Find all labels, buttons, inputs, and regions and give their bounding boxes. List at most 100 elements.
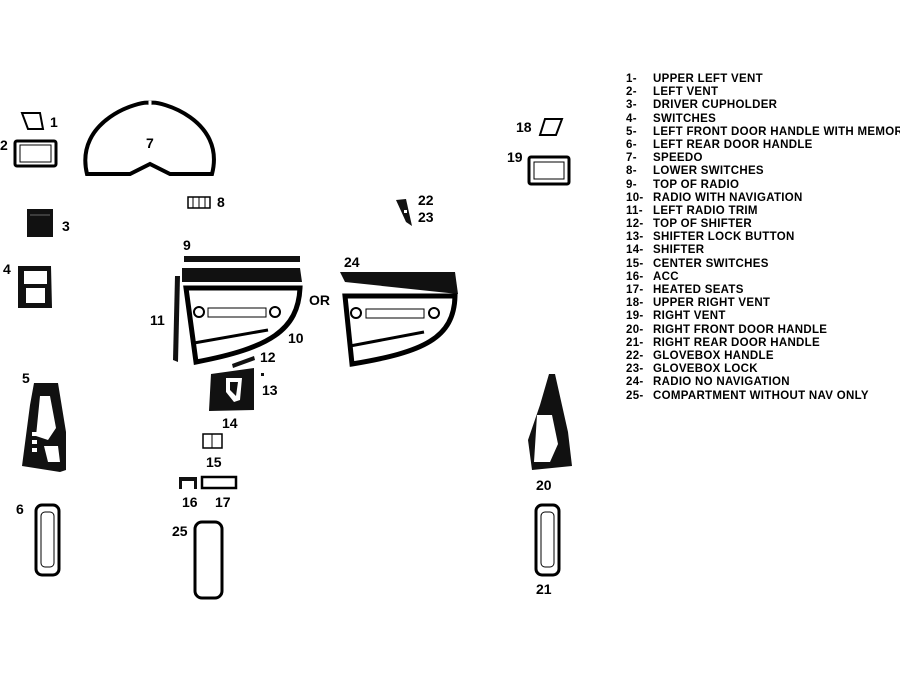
legend-item-11: 11-LEFT RADIO TRIM [626, 205, 900, 218]
part-24-radio-no-navigation [340, 272, 458, 294]
part-10-button-strip [207, 307, 267, 318]
part-5-memory-buttons [32, 432, 37, 452]
legend-text: COMPARTMENT WITHOUT NAV ONLY [653, 389, 869, 402]
callout-11: 11 [150, 312, 165, 328]
legend-text: RIGHT VENT [653, 310, 726, 323]
legend-number: 25- [626, 389, 644, 402]
callout-8: 8 [217, 194, 225, 210]
legend-text: RADIO WITH NAVIGATION [653, 191, 803, 204]
legend-item-20: 20- RIGHT FRONT DOOR HANDLE [626, 324, 900, 337]
legend-number: 7- [626, 152, 637, 165]
part-7-speedo [83, 100, 216, 176]
callout-22: 22 [418, 192, 434, 208]
legend-text: CENTER SWITCHES [653, 257, 769, 270]
legend-item-6: 6- LEFT REAR DOOR HANDLE [626, 139, 900, 152]
legend-item-19: 19-RIGHT VENT [626, 310, 900, 323]
part-24-radio-face [342, 293, 458, 367]
legend-item-15: 15-CENTER SWITCHES [626, 258, 900, 271]
legend-text: LEFT REAR DOOR HANDLE [653, 138, 813, 151]
legend-item-25: 25- COMPARTMENT WITHOUT NAV ONLY [626, 390, 900, 403]
legend-text: HEATED SEATS [653, 284, 744, 296]
legend-item-18: 18-UPPER RIGHT VENT [626, 297, 900, 310]
callout-17: 17 [215, 494, 231, 510]
legend-number: 13- [626, 231, 644, 244]
callout-13: 13 [262, 382, 278, 398]
legend-item-16: 16-ACC [626, 271, 900, 284]
legend-text: LEFT VENT [653, 86, 719, 99]
legend-text: RIGHT REAR DOOR HANDLE [653, 336, 820, 349]
part-18-upper-right-vent [538, 118, 564, 136]
part-19-right-vent [527, 155, 571, 186]
legend-item-9: 9- TOP OF RADIO [626, 179, 900, 192]
legend-item-3: 3-DRIVER CUPHOLDER [626, 99, 900, 112]
part-14-shifter [209, 368, 254, 411]
legend-text: ACC [653, 270, 679, 283]
legend-number: 22- [626, 349, 644, 362]
legend-text: SHIFTER LOCK BUTTON [653, 231, 795, 244]
legend-text: SPEEDO [653, 152, 703, 165]
legend-text: LOWER SWITCHES [653, 165, 764, 178]
callout-21: 21 [536, 581, 552, 597]
part-10-right-knob [269, 306, 281, 318]
part-21-right-rear-door-handle [534, 503, 561, 577]
legend-text: TOP OF RADIO [653, 178, 740, 191]
callout-4: 4 [3, 261, 11, 277]
legend-item-5: 5-LEFT FRONT DOOR HANDLE WITH MEMORY [626, 126, 900, 139]
part-8-dividers [192, 197, 206, 208]
legend-text: RADIO NO NAVIGATION [653, 376, 790, 389]
legend-number: 6- [626, 138, 637, 151]
legend-number: 10- [626, 191, 644, 204]
parts-legend: 1-UPPER LEFT VENT 2-LEFT VENT 3-DRIVER C… [626, 73, 900, 403]
part-3-driver-cupholder [27, 209, 53, 237]
legend-item-22: 22- GLOVEBOX HANDLE [626, 350, 900, 363]
part-6-inner-outline [40, 511, 55, 568]
legend-item-12: 12-TOP OF SHIFTER [626, 218, 900, 231]
part-1-upper-left-vent [20, 112, 45, 130]
legend-item-4: 4- SWITCHES [626, 113, 900, 126]
legend-item-1: 1-UPPER LEFT VENT [626, 73, 900, 86]
legend-item-24: 24- RADIO NO NAVIGATION [626, 376, 900, 389]
legend-text: SWITCHES [653, 112, 717, 125]
callout-24: 24 [344, 254, 360, 270]
part-10-left-knob [193, 306, 205, 318]
part-25-compartment [193, 520, 224, 600]
part-24-right-knob [428, 307, 440, 319]
legend-text: SHIFTER [653, 244, 705, 257]
callout-14: 14 [222, 415, 238, 431]
legend-number: 5- [626, 125, 637, 138]
callout-23: 23 [418, 209, 434, 225]
part-16-acc [179, 477, 197, 489]
legend-number: 9- [626, 178, 637, 191]
legend-item-2: 2-LEFT VENT [626, 86, 900, 99]
callout-12: 12 [260, 349, 276, 365]
legend-text: UPPER LEFT VENT [653, 73, 763, 85]
callout-6: 6 [16, 501, 24, 517]
legend-number: 12- [626, 218, 644, 231]
part-24-lower-band [349, 330, 425, 348]
legend-number: 4- [626, 112, 637, 125]
callout-10: 10 [288, 330, 304, 346]
callout-9: 9 [183, 237, 191, 253]
part-5-left-front-door-handle [22, 383, 66, 472]
legend-number: 24- [626, 376, 644, 389]
callout-2: 2 [0, 137, 8, 153]
part-2-left-vent-inner [19, 144, 52, 163]
legend-text: LEFT RADIO TRIM [653, 204, 758, 217]
legend-number: 23- [626, 363, 644, 376]
legend-text: GLOVEBOX HANDLE [653, 349, 774, 362]
part-11-left-radio-trim [173, 276, 180, 362]
legend-number: 14- [626, 244, 644, 257]
or-label: OR [309, 292, 330, 308]
callout-18: 18 [516, 119, 532, 135]
legend-number: 20- [626, 323, 644, 336]
callout-1: 1 [50, 114, 58, 130]
legend-item-10: 10- RADIO WITH NAVIGATION [626, 192, 900, 205]
part-24-left-knob [350, 307, 362, 319]
part-4-switches [18, 266, 52, 308]
legend-number: 18- [626, 297, 644, 310]
part-13-shifter-lock-button [261, 373, 264, 376]
callout-19: 19 [507, 149, 523, 165]
legend-text: RIGHT FRONT DOOR HANDLE [653, 323, 828, 336]
